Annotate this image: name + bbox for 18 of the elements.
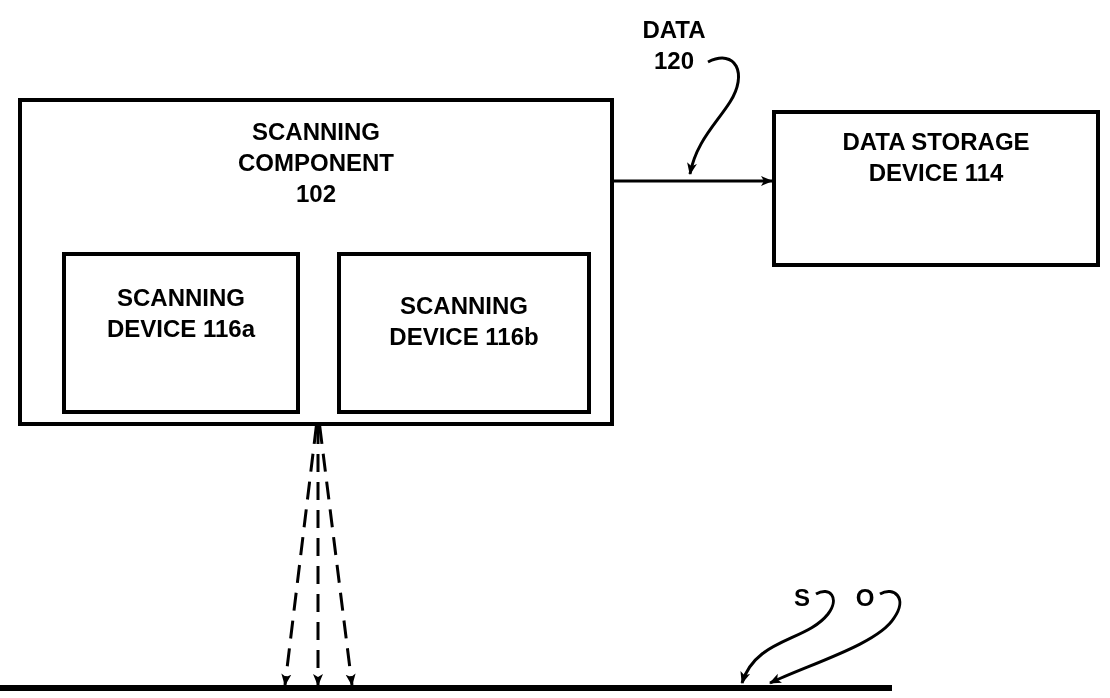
dashed-arrow bbox=[313, 426, 323, 686]
process-box bbox=[62, 252, 300, 414]
process-box bbox=[337, 252, 591, 414]
node-label: DATA 120 bbox=[641, 15, 707, 76]
node-label: DATA STORAGE DEVICE 114 bbox=[841, 127, 1031, 188]
dashed-arrow bbox=[281, 425, 318, 686]
leader-line bbox=[769, 590, 902, 685]
node-label: S bbox=[793, 583, 811, 613]
node-label: O bbox=[854, 583, 876, 613]
node-label: SCANNING COMPONENT 102 bbox=[237, 117, 395, 209]
arrow bbox=[614, 176, 773, 186]
process-box bbox=[18, 98, 614, 426]
node-label: SCANNING DEVICE 116a bbox=[105, 283, 257, 344]
dashed-arrow bbox=[318, 425, 356, 686]
leader-line bbox=[740, 590, 835, 684]
node-label: SCANNING DEVICE 116b bbox=[388, 291, 540, 352]
process-box bbox=[772, 110, 1100, 267]
leader-line bbox=[687, 56, 740, 175]
